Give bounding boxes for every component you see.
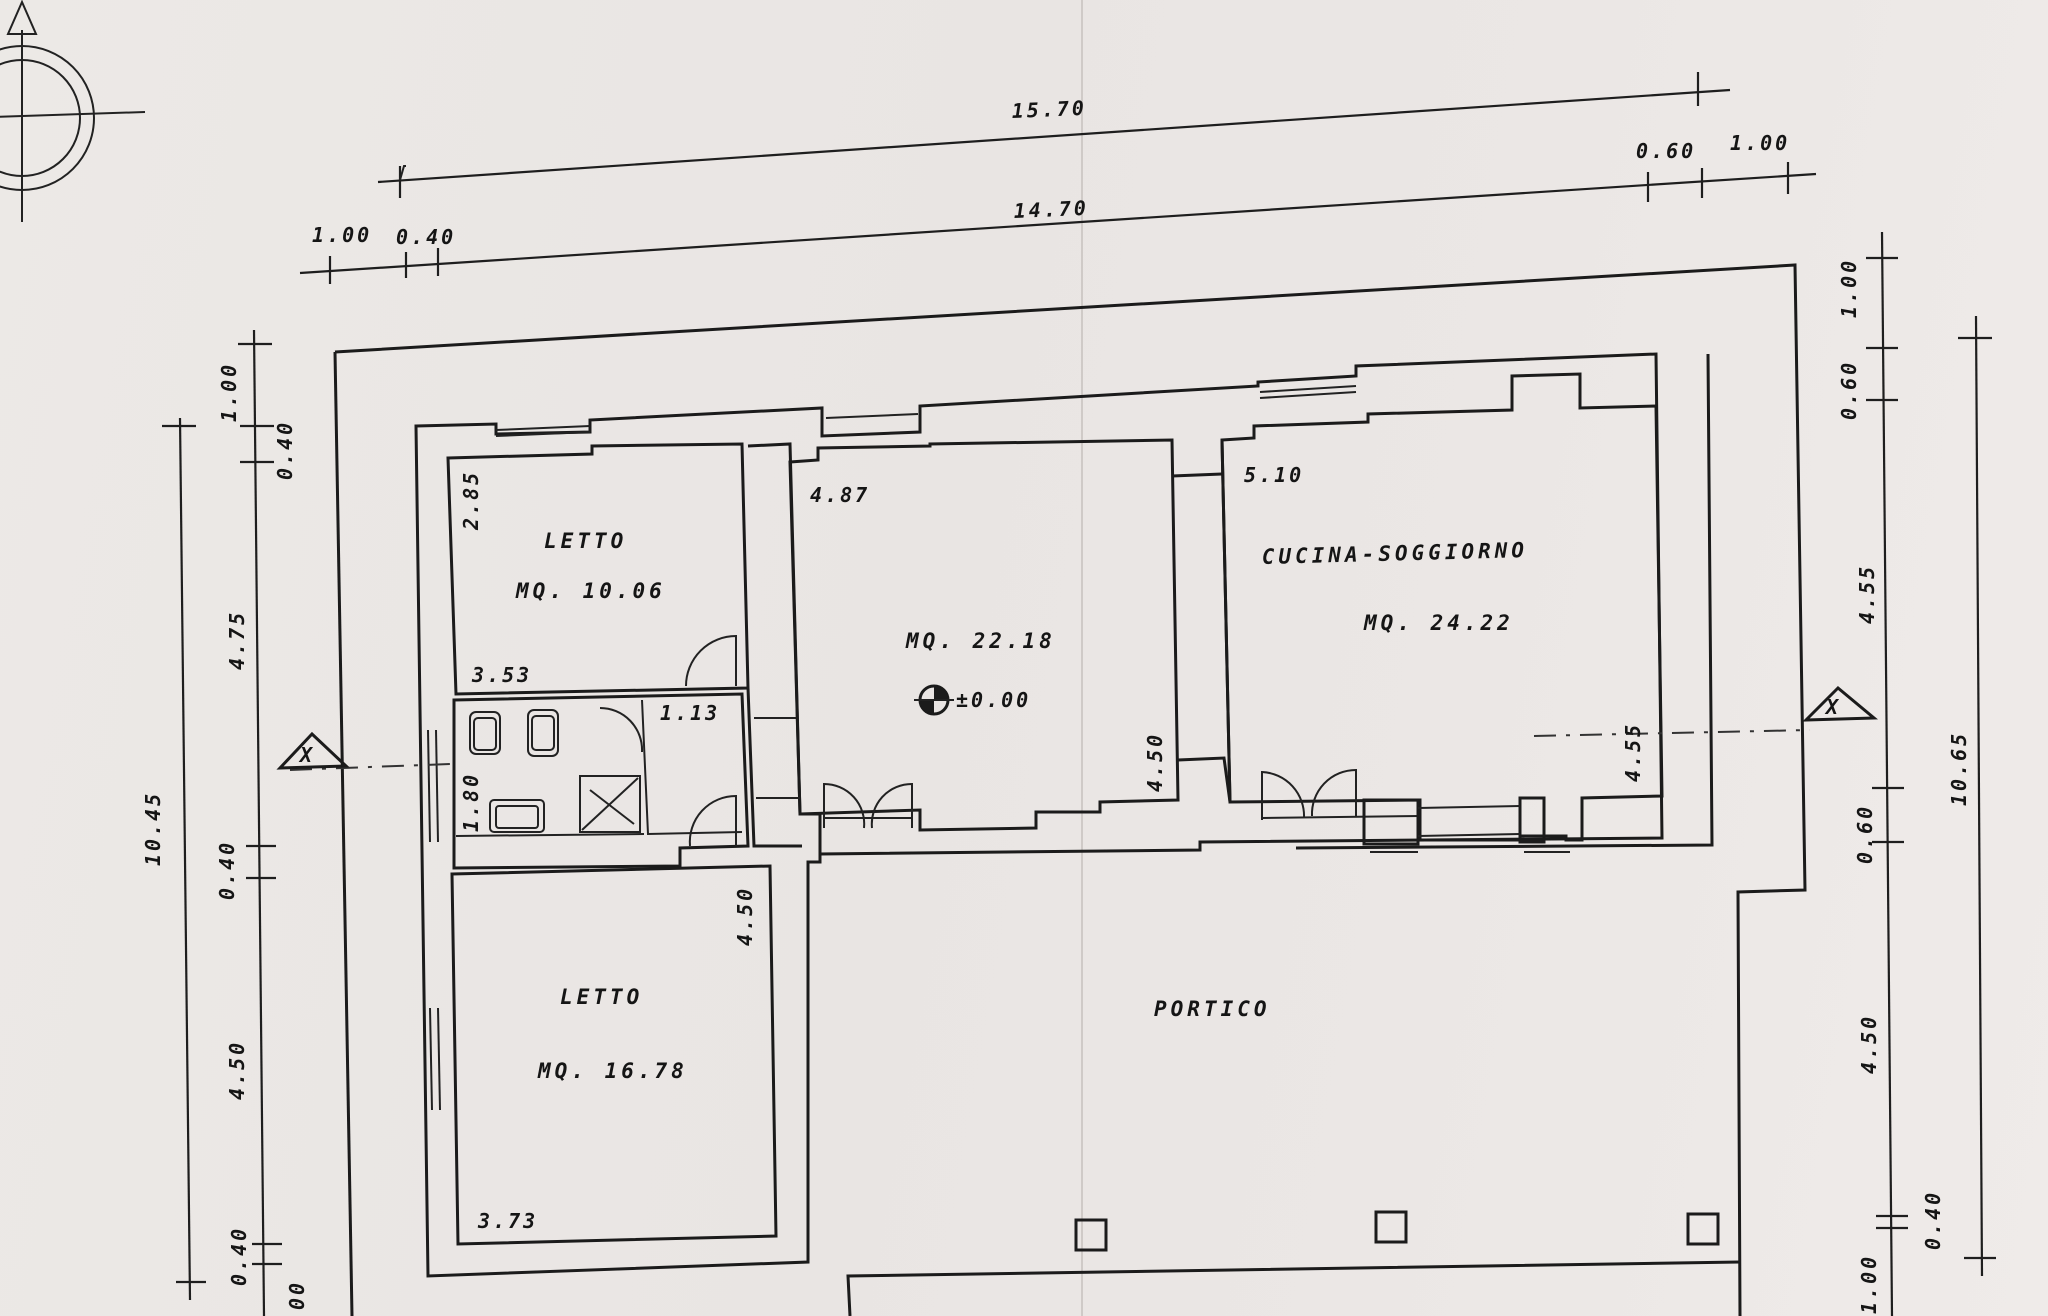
letto-top-inner-wall xyxy=(446,442,750,696)
dim-right-a-label: 1.00 xyxy=(1837,258,1861,318)
room-portico-name: PORTICO xyxy=(1154,997,1271,1021)
dim-top-right-a-label: 0.60 xyxy=(1636,139,1696,163)
bidet-icon xyxy=(469,711,501,755)
column-1 xyxy=(1074,1218,1108,1252)
shower-icon xyxy=(579,775,641,833)
dim-top-outer-label: 15.70 xyxy=(1011,96,1087,123)
dim-top-inner-label: 14.70 xyxy=(1013,196,1089,223)
left-windows xyxy=(427,729,441,1111)
room-letto-top-area: MQ. 10.06 xyxy=(515,579,666,603)
cucina-room-wall xyxy=(1220,372,1664,842)
dim-right-g-label: 1.00 xyxy=(1857,1254,1881,1314)
dim-left-total-label: 10.45 xyxy=(141,791,165,866)
dim-line-left-inner xyxy=(238,329,282,1316)
column-3 xyxy=(1686,1212,1720,1246)
dim-letto-top-h-label: 2.85 xyxy=(459,470,483,531)
dim-line-top-inner xyxy=(299,162,1817,284)
dim-right-d-label: 0.60 xyxy=(1853,804,1877,864)
spine-wall-right xyxy=(1171,472,1232,803)
section-marker-right-icon xyxy=(1802,685,1879,722)
dim-cucina-h-label: 4.55 xyxy=(1621,722,1645,782)
dim-right-c-label: 4.55 xyxy=(1855,564,1879,624)
dim-left-b-label: 0.40 xyxy=(273,420,297,480)
room-central-area: MQ. 22.18 xyxy=(905,629,1056,653)
bathroom-fixtures xyxy=(469,709,641,833)
dim-right-b-label: 0.60 xyxy=(1837,360,1861,420)
bath-block-wall xyxy=(452,692,750,870)
dim-left-d-label: 0.40 xyxy=(215,840,239,900)
portico-base xyxy=(846,1260,1741,1316)
dim-left-a-label: 1.00 xyxy=(217,362,241,422)
dim-line-right-inner xyxy=(1866,231,1908,1316)
letto-bottom-inner-wall xyxy=(450,864,778,1246)
dim-right-total-label: 10.65 xyxy=(1947,731,1971,806)
top-windows xyxy=(495,385,1357,437)
dim-top-left-a-label: 1.00 xyxy=(312,223,372,247)
room-letto-top-name: LETTO xyxy=(544,529,627,553)
plot-boundary-inner xyxy=(1295,353,1714,850)
dim-letto-bottom-h-label: 4.50 xyxy=(733,886,757,946)
room-letto-bottom-area: MQ. 16.78 xyxy=(537,1059,688,1083)
section-cut-left: X xyxy=(276,731,451,771)
dim-right-f-label: 0.40 xyxy=(1921,1190,1945,1250)
section-marker-right-label: X xyxy=(1824,695,1841,719)
dim-letto-top-w-label: 3.53 xyxy=(471,663,532,687)
dim-top-left-b-label: 0.40 xyxy=(396,225,456,249)
dim-line-right-outer xyxy=(1958,315,1996,1277)
column-2 xyxy=(1374,1210,1408,1244)
dim-left-g-label: 00 xyxy=(285,1280,309,1310)
central-room-wall xyxy=(788,438,1180,832)
house-outer-wall xyxy=(414,352,1664,1278)
dim-right-e-label: 4.50 xyxy=(1857,1014,1881,1074)
dim-line-left-outer xyxy=(162,417,206,1301)
level-marker: ±0.00 xyxy=(914,684,1031,716)
room-cucina-name: CUCINA-SOGGIORNO xyxy=(1262,538,1529,569)
room-letto-bottom-name: LETTO xyxy=(560,985,643,1009)
dim-central-w-label: 4.87 xyxy=(810,483,870,507)
dim-letto-bottom-w-label: 3.73 xyxy=(477,1209,538,1233)
level-marker-label: ±0.00 xyxy=(956,688,1031,712)
dim-line-top-outer xyxy=(377,72,1731,198)
dim-central-h-label: 4.50 xyxy=(1143,732,1167,792)
plot-boundary xyxy=(334,263,1807,1316)
north-arrow-icon xyxy=(0,0,146,222)
kitchen-window-frame xyxy=(1362,796,1570,853)
section-marker-left-label: X xyxy=(298,743,315,767)
portico-columns xyxy=(1074,1210,1720,1252)
toilet-icon xyxy=(527,709,559,757)
room-cucina-area: MQ. 24.22 xyxy=(1363,611,1514,635)
dim-bath-w-label: 1.13 xyxy=(660,701,720,725)
sink-icon xyxy=(489,799,545,833)
dim-bath-h-label: 1.80 xyxy=(459,772,483,832)
dim-left-c-label: 4.75 xyxy=(225,610,249,670)
dim-left-e-label: 4.50 xyxy=(225,1040,249,1100)
dim-cucina-w-label: 5.10 xyxy=(1244,463,1304,487)
dim-top-right-b-label: 1.00 xyxy=(1730,131,1790,155)
section-marker-left-icon xyxy=(276,731,350,770)
spine-wall-left xyxy=(746,442,822,862)
section-cut-right: X xyxy=(1533,685,1879,737)
door-swings xyxy=(599,634,1421,847)
dim-left-f-label: 0.40 xyxy=(227,1226,251,1286)
